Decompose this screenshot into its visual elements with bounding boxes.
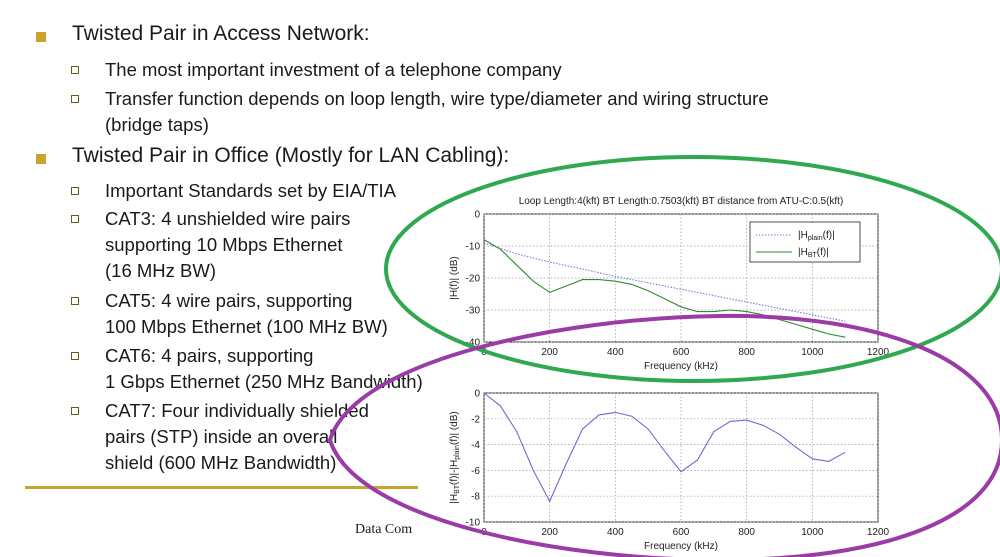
y-label-part: (f)| (dB) <box>449 411 460 445</box>
x-tick-label: 600 <box>673 527 690 538</box>
y-label-part: (f)|-|H <box>449 460 460 485</box>
y-tick-label: -10 <box>466 242 481 253</box>
sub-bullet-text: Important Standards set by EIA/TIA <box>105 180 396 201</box>
y-label-part: |H <box>449 494 460 504</box>
footer-rule <box>25 486 418 489</box>
y-axis-label: |HBT(f)|-|Hplain(f)| (dB) <box>449 411 461 503</box>
x-tick-label: 600 <box>673 347 690 358</box>
legend-part: |H <box>798 247 808 258</box>
sub-bullet-text: CAT3: 4 unshielded wire pairs <box>105 208 351 229</box>
legend-entry: |Hplain(f)| <box>798 230 835 242</box>
series-line-2 <box>483 239 846 338</box>
bullet-square <box>36 154 46 164</box>
legend-part: |H <box>798 230 808 241</box>
series-line-1 <box>483 392 846 503</box>
x-tick-label: 1000 <box>801 527 824 538</box>
x-tick-label: 800 <box>738 527 755 538</box>
legend-part: plain <box>808 235 823 242</box>
legend-box <box>749 221 861 263</box>
sub-bullet-text: (bridge taps) <box>105 114 209 135</box>
sub-bullet-text: 100 Mbps Ethernet (100 MHz BW) <box>105 316 388 337</box>
y-label-part: BT <box>454 484 461 494</box>
y-tick-label: -6 <box>471 466 480 477</box>
sub-bullet-box <box>71 407 79 415</box>
y-tick-label: -30 <box>466 306 481 317</box>
y-tick-label: 0 <box>474 389 480 400</box>
legend-part: BT <box>808 252 818 259</box>
x-axis-label: Frequency (kHz) <box>644 361 718 372</box>
x-tick-label: 1000 <box>801 347 824 358</box>
legend-part: (f)| <box>823 230 835 241</box>
y-axis-label: |H(f)| (dB) <box>449 256 460 300</box>
x-tick-label: 200 <box>541 347 558 358</box>
x-tick-label: 400 <box>607 527 624 538</box>
x-tick-label: 1200 <box>867 347 890 358</box>
heading-bullet-text: Twisted Pair in Office (Mostly for LAN C… <box>72 144 510 167</box>
x-tick-label: 1200 <box>867 527 890 538</box>
chart-title: Loop Length:4(kft) BT Length:0.7503(kft)… <box>519 196 844 207</box>
sub-bullet-text: (16 MHz BW) <box>105 260 216 281</box>
sub-bullet-text: 1 Gbps Ethernet (250 MHz Bandwidth) <box>105 371 423 392</box>
sub-bullet-box <box>71 297 79 305</box>
bullet-square <box>36 32 46 42</box>
legend-entry: |HBT(f)| <box>798 247 829 259</box>
sub-bullet-box <box>71 66 79 74</box>
y-label-part: plain <box>454 445 461 460</box>
x-tick-label: 400 <box>607 347 624 358</box>
highlight-ellipse-purple <box>327 313 1000 557</box>
y-tick-label: -10 <box>466 518 481 529</box>
footer-text: Data Com <box>355 522 413 537</box>
sub-bullet-text: The most important investment of a telep… <box>105 59 562 80</box>
y-tick-label: -20 <box>466 274 481 285</box>
sub-bullet-text: Transfer function depends on loop length… <box>105 88 769 109</box>
y-tick-label: 0 <box>474 210 480 221</box>
sub-bullet-box <box>71 95 79 103</box>
sub-bullet-text: shield (600 MHz Bandwidth) <box>105 452 337 473</box>
sub-bullet-text: supporting 10 Mbps Ethernet <box>105 234 343 255</box>
x-tick-label: 200 <box>541 527 558 538</box>
y-tick-label: -4 <box>471 440 480 451</box>
sub-bullet-box <box>71 352 79 360</box>
x-axis-label: Frequency (kHz) <box>644 541 718 552</box>
sub-bullet-text: CAT7: Four individually shielded <box>105 400 369 421</box>
y-tick-label: -2 <box>471 414 480 425</box>
sub-bullet-box <box>71 215 79 223</box>
y-tick-label: -8 <box>471 492 480 503</box>
x-tick-label: 800 <box>738 347 755 358</box>
heading-bullet-text: Twisted Pair in Access Network: <box>72 22 370 45</box>
sub-bullet-text: CAT6: 4 pairs, supporting <box>105 345 314 366</box>
y-tick-label: -40 <box>466 338 481 349</box>
sub-bullet-text: pairs (STP) inside an overall <box>105 426 338 447</box>
sub-bullet-box <box>71 187 79 195</box>
sub-bullet-text: CAT5: 4 wire pairs, supporting <box>105 290 353 311</box>
highlight-ellipse-green <box>384 155 1000 383</box>
legend-part: (f)| <box>817 247 829 258</box>
